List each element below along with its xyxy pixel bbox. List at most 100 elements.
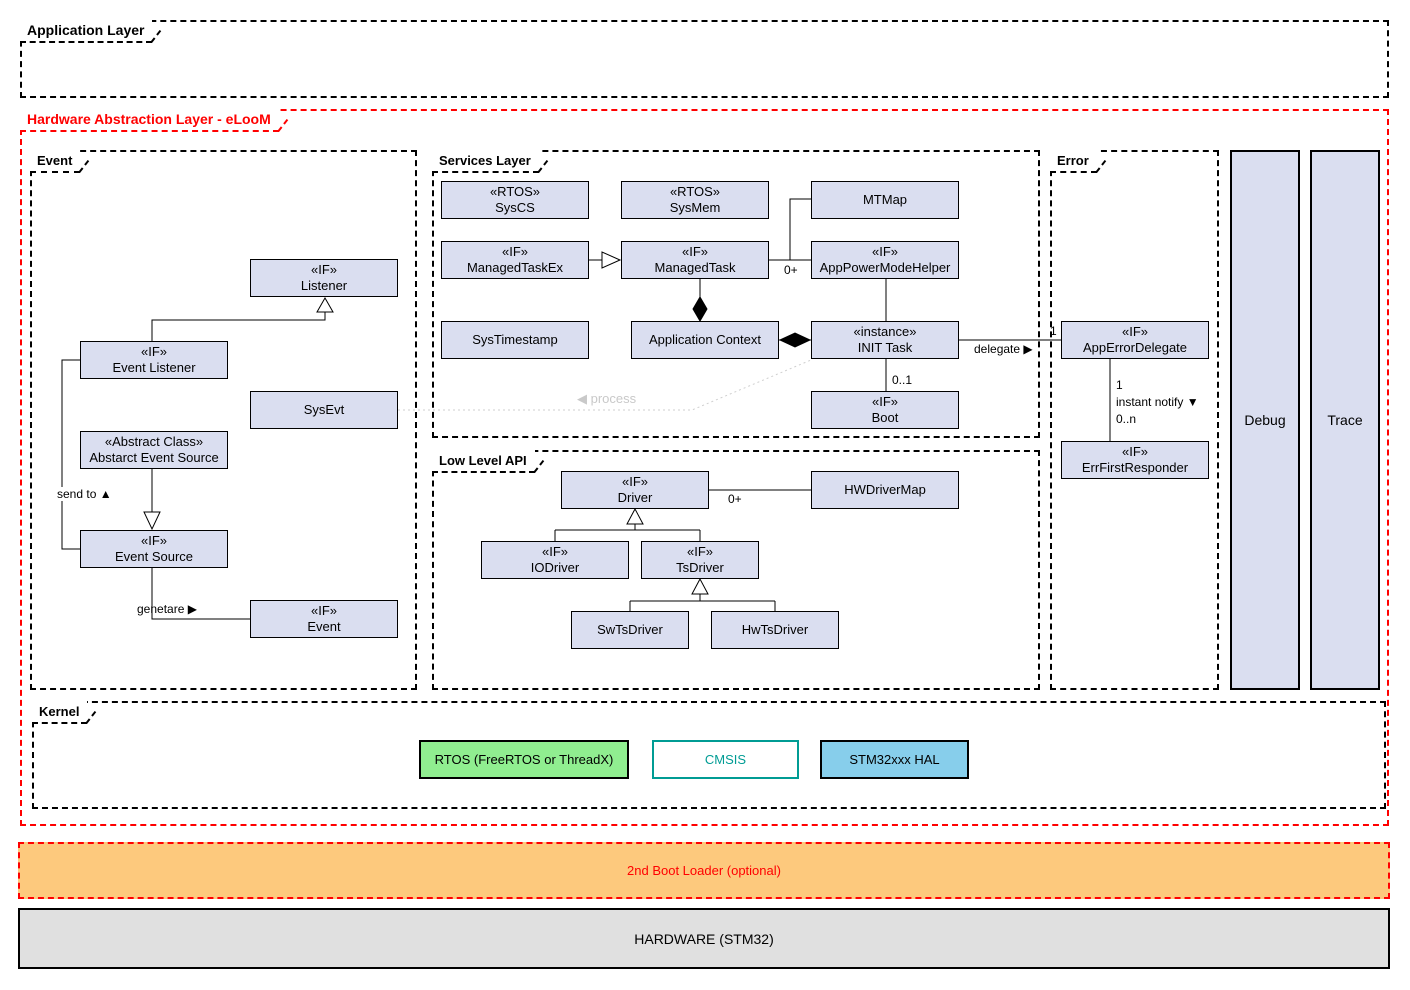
event-frame: Event (30, 150, 417, 690)
class-syscs: «RTOS» SysCS (441, 181, 589, 219)
class-managed-task-ex: «IF» ManagedTaskEx (441, 241, 589, 279)
class-sw-ts-driver: SwTsDriver (571, 611, 689, 649)
class-stereotype: «IF» (681, 244, 708, 259)
class-event-listener: «IF» Event Listener (80, 341, 228, 379)
edge-label-delegate: delegate ▶ (974, 342, 1033, 356)
class-event-source: «IF» Event Source (80, 530, 228, 568)
edge-label-generate: genetare ▶ (137, 602, 197, 616)
class-name: AppPowerModeHelper (819, 260, 951, 275)
class-stereotype: «IF» (501, 244, 528, 259)
class-name: ManagedTaskEx (466, 260, 564, 275)
edge-label-driver-mult: 0+ (728, 492, 742, 506)
edge-label-process: ◀ process (577, 391, 637, 406)
class-driver: «IF» Driver (561, 471, 709, 509)
class-name: HWDriverMap (844, 482, 926, 497)
class-stereotype: «IF» (686, 544, 713, 559)
boot-loader-bar: 2nd Boot Loader (optional) (18, 842, 1390, 899)
class-name: MTMap (862, 192, 908, 207)
edge-label-send-to: send to ▲ (55, 487, 114, 501)
class-ts-driver: «IF» TsDriver (641, 541, 759, 579)
cmsis-label: CMSIS (704, 752, 747, 767)
class-hw-ts-driver: HwTsDriver (711, 611, 839, 649)
low-level-api-label: Low Level API (432, 450, 535, 473)
class-name: ManagedTask (654, 260, 736, 275)
edge-label-managed-task-mult: 0+ (784, 263, 798, 277)
kernel-frame-label: Kernel (32, 701, 88, 724)
boot-loader-label: 2nd Boot Loader (optional) (627, 863, 781, 878)
low-level-api-frame: Low Level API (432, 450, 1040, 690)
class-init-task: «instance» INIT Task (811, 321, 959, 359)
application-layer-label: Application Layer (20, 20, 153, 43)
class-app-power-mode-helper: «IF» AppPowerModeHelper (811, 241, 959, 279)
class-name: HwTsDriver (741, 622, 809, 637)
application-layer-frame: Application Layer (20, 20, 1389, 98)
services-layer-frame: Services Layer (432, 150, 1040, 438)
class-io-driver: «IF» IODriver (481, 541, 629, 579)
class-name: AppErrorDelegate (1082, 340, 1188, 355)
class-stereotype: «IF» (310, 603, 337, 618)
class-stereotype: «instance» (853, 324, 917, 339)
class-name: Boot (871, 410, 899, 425)
class-sysmem: «RTOS» SysMem (621, 181, 769, 219)
debug-panel: Debug (1230, 150, 1300, 690)
edge-label-instant-notify: instant notify ▼ (1116, 395, 1199, 409)
class-name: SysEvt (303, 402, 345, 417)
stm32-hal-box: STM32xxx HAL (820, 740, 969, 779)
class-mtmap: MTMap (811, 181, 959, 219)
hardware-label: HARDWARE (STM32) (634, 930, 774, 947)
edge-label-boot-mult: 0..1 (892, 373, 913, 387)
class-stereotype: «IF» (871, 244, 898, 259)
cmsis-box: CMSIS (652, 740, 799, 779)
class-stereotype: «RTOS» (489, 184, 541, 199)
class-name: IODriver (530, 560, 580, 575)
hal-layer-label: Hardware Abstraction Layer - eLooM (20, 109, 279, 132)
debug-panel-label: Debug (1244, 412, 1286, 428)
class-stereotype: «IF» (140, 344, 167, 359)
class-application-context: Application Context (631, 321, 779, 359)
class-name: TsDriver (676, 560, 724, 575)
edge-label-notify-mult-one: 1 (1116, 378, 1123, 392)
class-stereotype: «IF» (621, 474, 648, 489)
error-frame-label: Error (1050, 150, 1097, 173)
trace-panel: Trace (1310, 150, 1380, 690)
class-listener: «IF» Listener (250, 259, 398, 297)
kernel-frame: Kernel (32, 701, 1386, 809)
hardware-bar: HARDWARE (STM32) (18, 908, 1390, 969)
class-name: ErrFirstResponder (1081, 460, 1189, 475)
class-event: «IF» Event (250, 600, 398, 638)
class-stereotype: «IF» (541, 544, 568, 559)
rtos-label: RTOS (FreeRTOS or ThreadX) (434, 752, 614, 767)
trace-panel-label: Trace (1327, 412, 1363, 428)
class-stereotype: «RTOS» (669, 184, 721, 199)
error-frame: Error (1050, 150, 1219, 690)
class-stereotype: «Abstract Class» (104, 434, 204, 449)
class-stereotype: «IF» (1121, 324, 1148, 339)
class-sysevt: SysEvt (250, 391, 398, 429)
class-name: Driver (617, 490, 653, 505)
class-name: SysTimestamp (472, 332, 558, 347)
class-app-error-delegate: «IF» AppErrorDelegate (1061, 321, 1209, 359)
services-layer-label: Services Layer (432, 150, 539, 173)
class-managed-task: «IF» ManagedTask (621, 241, 769, 279)
hal-layer-frame: Hardware Abstraction Layer - eLooM (20, 109, 1389, 826)
class-name: SysMem (669, 200, 721, 215)
class-name: Event (307, 619, 341, 634)
class-err-first-responder: «IF» ErrFirstResponder (1061, 441, 1209, 479)
class-stereotype: «IF» (310, 262, 337, 277)
edge-label-delegate-mult: 1 (1050, 324, 1057, 338)
edge-label-notify-mult-n: 0..n (1116, 412, 1137, 426)
stm32-hal-label: STM32xxx HAL (849, 752, 940, 767)
class-name: Listener (300, 278, 348, 293)
class-sys-timestamp: SysTimestamp (441, 321, 589, 359)
class-name: INIT Task (857, 340, 913, 355)
class-abstract-event-source: «Abstract Class» Abstarct Event Source (80, 431, 228, 469)
class-boot: «IF» Boot (811, 391, 959, 429)
class-name: Event Listener (112, 360, 196, 375)
class-stereotype: «IF» (871, 394, 898, 409)
event-frame-label: Event (30, 150, 81, 173)
class-hw-driver-map: HWDriverMap (811, 471, 959, 509)
rtos-box: RTOS (FreeRTOS or ThreadX) (419, 740, 629, 779)
class-stereotype: «IF» (1121, 444, 1148, 459)
class-stereotype: «IF» (140, 533, 167, 548)
